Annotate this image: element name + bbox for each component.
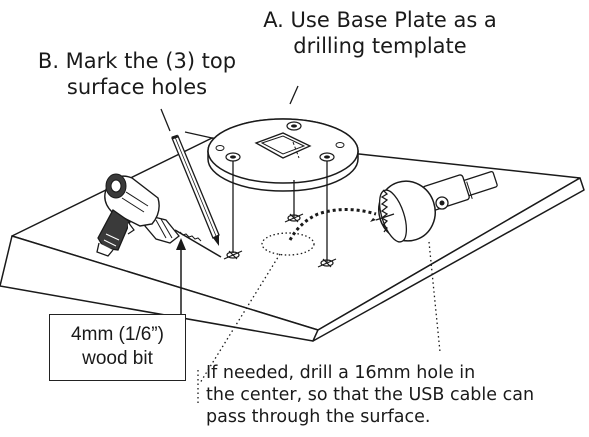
hole-saw-icon (370, 171, 498, 243)
center-note-line-1: If needed, drill a 16mm hole in (206, 363, 476, 383)
base-plate-icon (207, 118, 359, 192)
step-b-line-1: B. Mark the (3) top (37, 49, 237, 73)
step-a-line-2: drilling template (293, 34, 467, 58)
label-a-leader (289, 85, 299, 105)
step-b-line-2: surface holes (66, 75, 208, 99)
center-hole-note: If needed, drill a 16mm hole in the cent… (206, 362, 534, 428)
hole-marks (223, 213, 337, 268)
wood-bit-callout: 4mm (1/6”) wood bit (49, 314, 186, 381)
center-note-line-3: pass through the surface. (206, 407, 431, 427)
bit-arrow (176, 238, 186, 318)
wood-bit-line-2: wood bit (82, 348, 153, 369)
step-b-label: B. Mark the (3) top surface holes (12, 48, 262, 100)
label-b-leader (160, 108, 171, 132)
saw-leader-line (428, 241, 441, 353)
center-leader-line (199, 253, 281, 384)
center-hole (261, 232, 315, 256)
step-a-label: A. Use Base Plate as a drilling template (230, 7, 530, 59)
pencil-icon (171, 134, 220, 246)
wood-bit-line-1: 4mm (1/6”) (71, 324, 164, 345)
center-note-line-2: the center, so that the USB cable can (206, 385, 535, 405)
step-a-line-1: A. Use Base Plate as a (263, 8, 497, 32)
power-drill-icon (96, 173, 222, 258)
hole-saw-path (288, 208, 377, 241)
